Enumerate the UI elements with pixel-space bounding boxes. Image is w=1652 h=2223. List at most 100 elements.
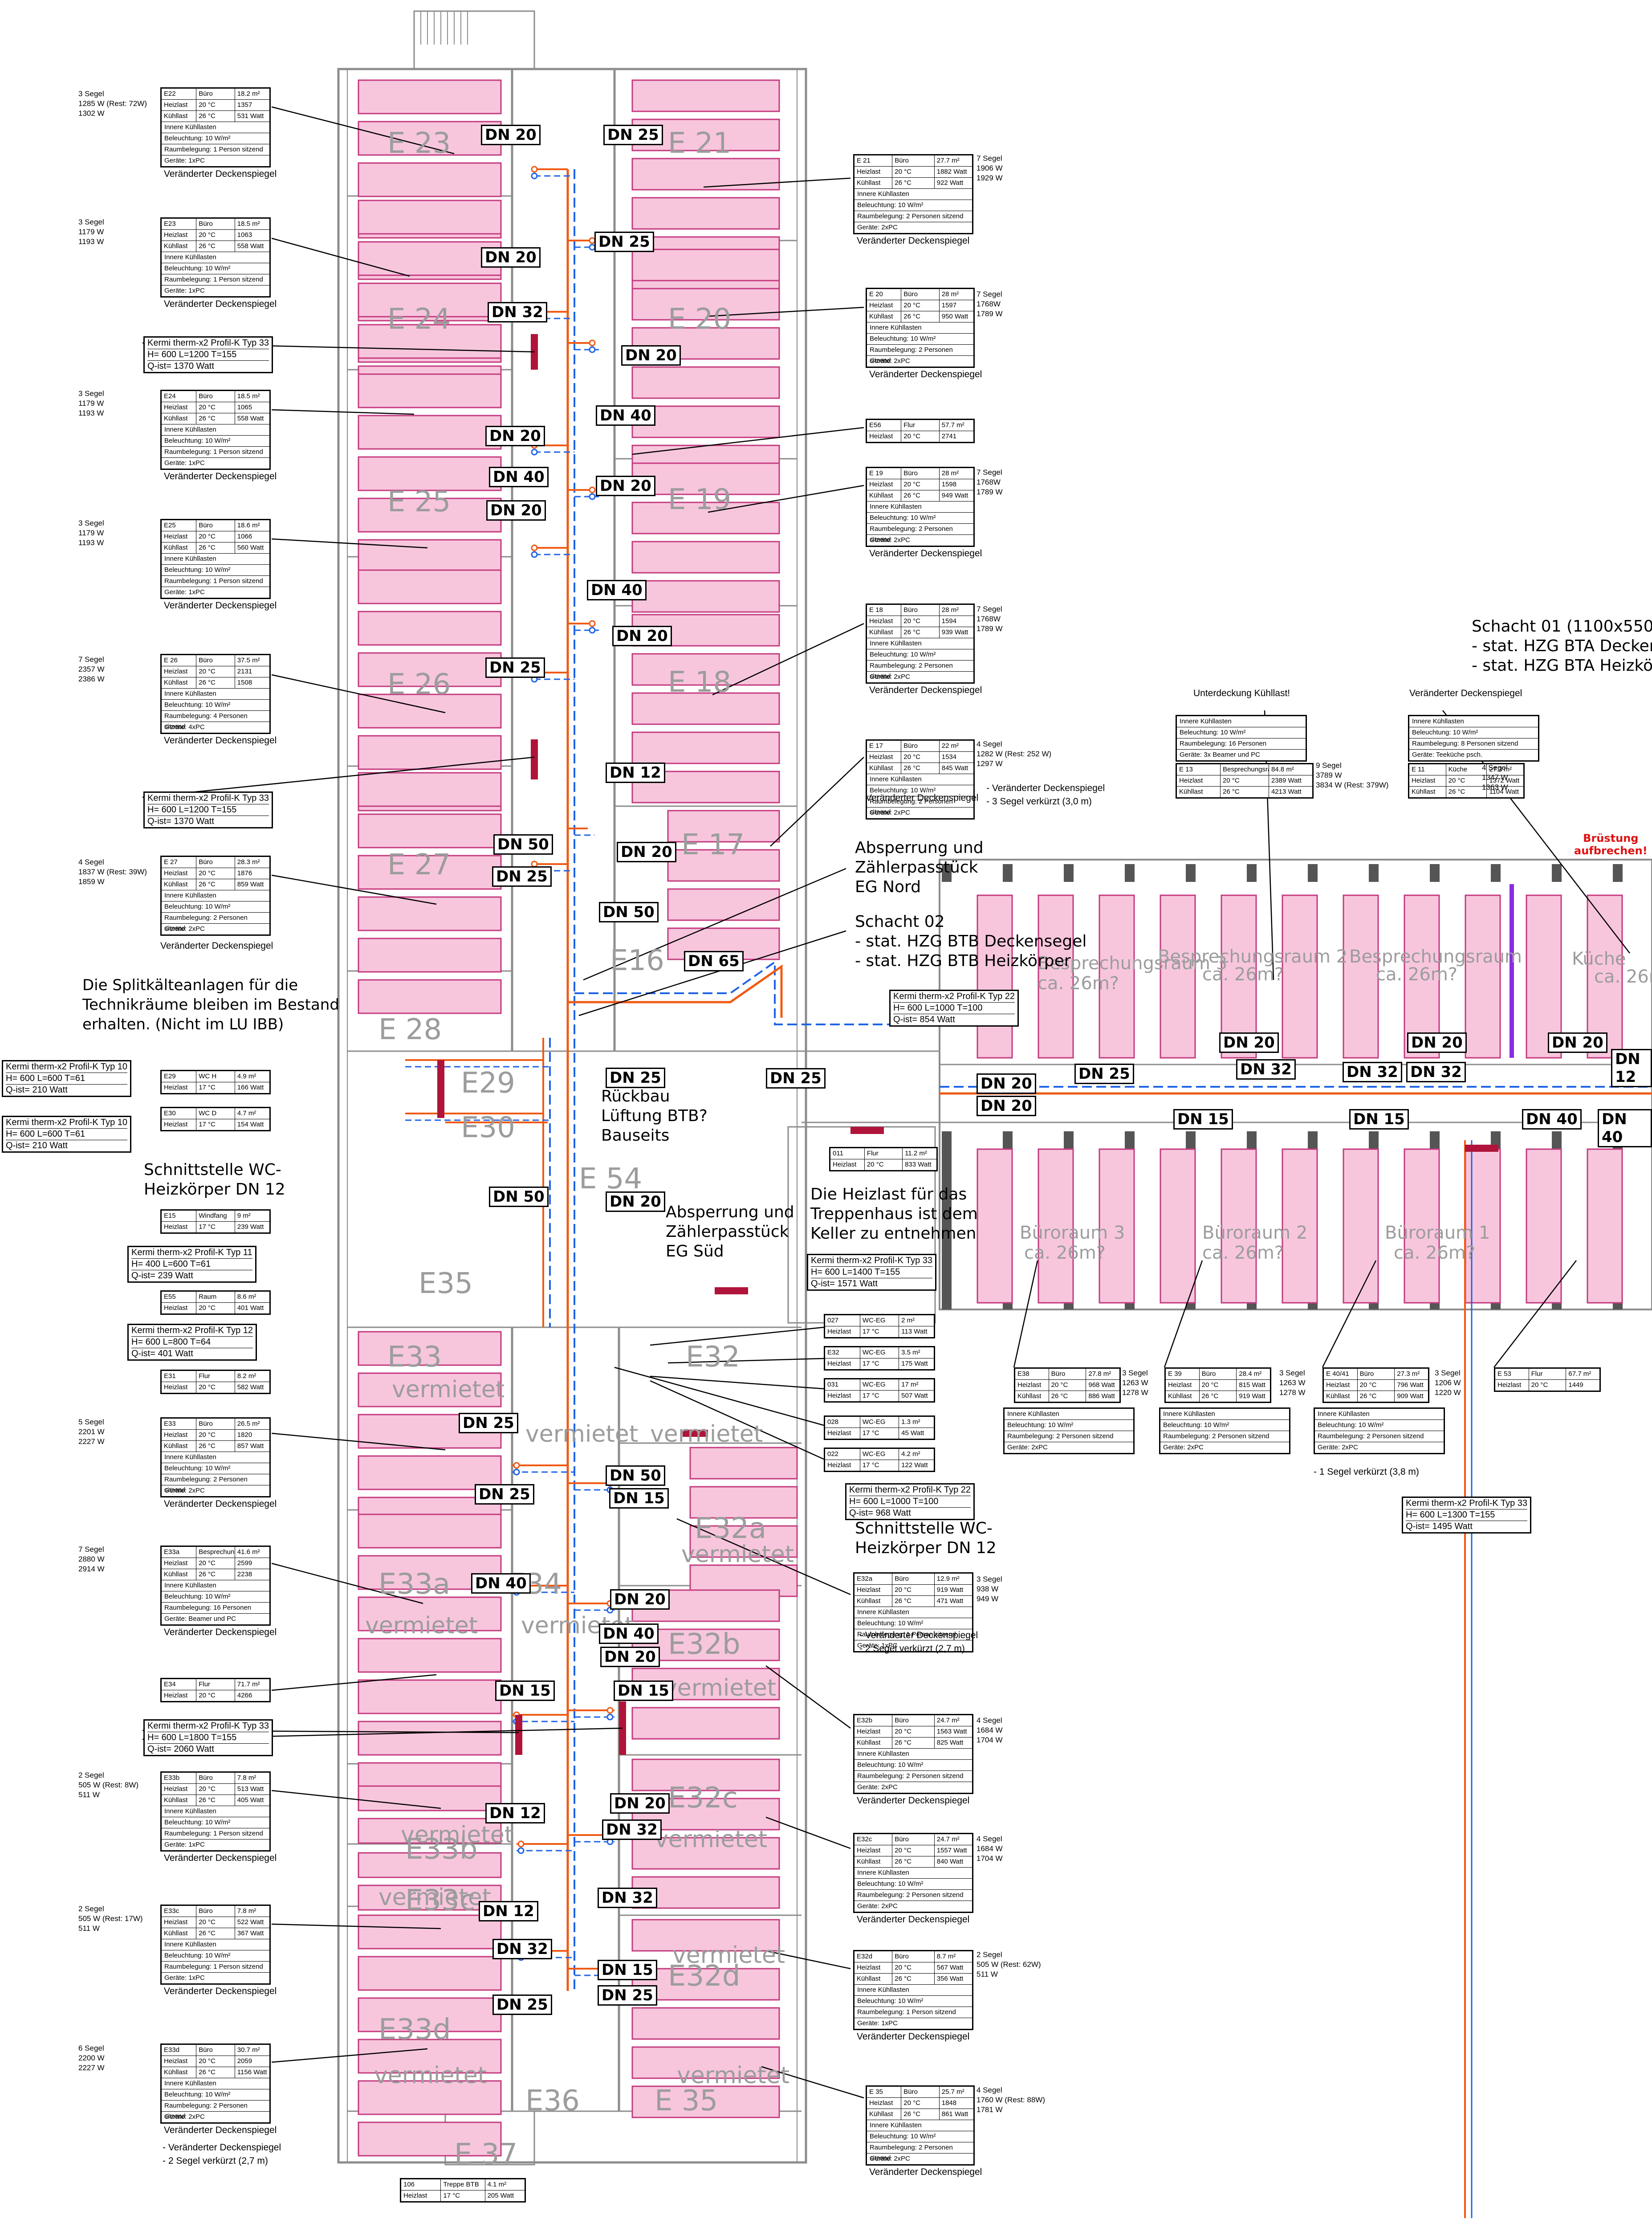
load-line: Geräte: 4xPC	[164, 723, 205, 731]
ceiling-panel	[631, 288, 780, 321]
cell: Kühllast	[1409, 787, 1446, 797]
load-line: Innere Kühllasten	[867, 638, 973, 649]
room-id: E 18	[668, 666, 732, 699]
segment-line: 3 Segel	[1279, 1369, 1305, 1377]
load-line: Innere Kühllasten	[162, 890, 269, 901]
cell: 922 Watt	[936, 179, 964, 187]
ceiling-panel	[358, 2039, 502, 2074]
cell: Kühllast	[1324, 1391, 1358, 1402]
dn-tag: DN 25	[606, 1068, 665, 1088]
cell: E32a	[854, 1574, 893, 1584]
cell: 20 °C	[196, 402, 235, 413]
segment-line: 1263 W	[1279, 1379, 1306, 1387]
cell: 20 °C	[901, 300, 940, 311]
load-line: Beleuchtung: 10 W/m²	[1315, 1420, 1444, 1431]
dn-tag: DN 20	[600, 1647, 660, 1667]
box-footer: Veränderter Deckenspiegel	[164, 471, 277, 481]
cell: Heizlast	[162, 1430, 197, 1440]
room-name: ca. 26m?	[1202, 1243, 1284, 1263]
valve	[589, 627, 596, 634]
dn-tag: DN 32	[602, 1819, 662, 1840]
cell: Heizlast	[162, 531, 197, 542]
cell: 1534 Watt	[941, 753, 957, 761]
spec-line: H= 600 L=1400 T=155	[811, 1267, 933, 1278]
rented-label: vermietet	[663, 1675, 777, 1701]
ceiling-panel	[1282, 894, 1318, 1059]
ceiling-panel	[358, 79, 502, 114]
cell: 26 °C	[1446, 787, 1487, 797]
cell: E55	[162, 1292, 197, 1302]
cell: 26 °C	[901, 627, 940, 638]
valve	[531, 449, 538, 456]
note-line: Veränderter Deckenspiegel	[866, 793, 979, 803]
cell: Kühllast	[162, 241, 197, 252]
ceiling-panel	[1282, 1148, 1318, 1304]
cell: 28 m²	[941, 469, 959, 477]
ceiling-panel	[358, 1914, 502, 1950]
load-line: Raumbelegung: 1 Person sitzend	[162, 1962, 269, 1973]
dn-tag: DN 32	[1343, 1062, 1402, 1082]
load-line: Geräte: 2xPC	[870, 673, 910, 681]
load-line: Beleuchtung: 10 W/m²	[162, 133, 269, 144]
ceiling-panel	[358, 200, 502, 235]
cell: E32	[825, 1347, 860, 1358]
cell: 815 Watt	[1239, 1381, 1265, 1389]
rented-label: vermietet	[677, 2062, 790, 2089]
load-line: Beleuchtung: 10 W/m²	[162, 1950, 269, 1962]
segment-line: 1193 W	[78, 237, 104, 246]
shaft-01-note: Schacht 01 (1100x550mm)- stat. HZG BTA D…	[1472, 617, 1652, 675]
rented-label: vermietet	[374, 2062, 487, 2089]
valve	[517, 1840, 525, 1848]
load-line: Raumbelegung: 2 Personen sitzend	[867, 661, 973, 680]
cell: 1065 Watt	[237, 404, 252, 411]
cell: Heizlast	[162, 1303, 197, 1313]
spec-line: H= 600 L=1000 T=100	[893, 1003, 1015, 1014]
spec-line: H= 600 L=600 T=61	[6, 1073, 128, 1085]
valve	[606, 1707, 614, 1714]
cell: Büro	[196, 2045, 235, 2056]
ceiling-panel	[1526, 1148, 1562, 1304]
ceiling-panel	[689, 1486, 798, 1519]
cell: Flur	[196, 1679, 235, 1690]
load-line: Raumbelegung: 1 Person sitzend	[162, 576, 269, 587]
ceiling-panel	[631, 405, 780, 438]
cell: 7.8 m²	[237, 1774, 256, 1782]
cell: 20 °C	[196, 1784, 235, 1795]
dn-tag: DN 15	[609, 1488, 669, 1509]
cell: 24.7 m²	[936, 1717, 960, 1724]
load-line: Beleuchtung: 10 W/m²	[867, 785, 973, 796]
cell: 20 °C	[1049, 1380, 1086, 1391]
cell: E 17	[867, 741, 902, 751]
segment-line: 1781 W	[977, 2105, 1003, 2114]
cell: 367 Watt	[237, 1929, 264, 1937]
cell: E 13	[1177, 764, 1221, 775]
cell: Besprechung	[196, 1547, 235, 1558]
cell: 919 Watt	[936, 1586, 964, 1594]
cell: 17 °C	[860, 1428, 899, 1439]
cell: 17 °C	[196, 1082, 235, 1093]
box-footer: Veränderter Deckenspiegel	[164, 600, 277, 611]
cell: Windfang	[196, 1211, 235, 1221]
dn-tag: DN 32	[598, 1888, 657, 1908]
load-line: Beleuchtung: 10 W/m²	[162, 263, 269, 274]
column	[1613, 864, 1623, 882]
spec-line: Kermi therm-x2 Profil-K Typ 10	[6, 1117, 128, 1129]
cell: Büro	[196, 391, 235, 402]
dn-tag: DN 50	[599, 902, 659, 922]
room-name: ca. 26m?	[1024, 1243, 1106, 1263]
segment-line: 3 Segel	[78, 90, 104, 98]
spec-line: Kermi therm-x2 Profil-K Typ 33	[1406, 1498, 1528, 1509]
cell: Heizlast	[825, 1460, 860, 1471]
load-line: Raumbelegung: 2 Personen sitzend	[867, 796, 973, 816]
